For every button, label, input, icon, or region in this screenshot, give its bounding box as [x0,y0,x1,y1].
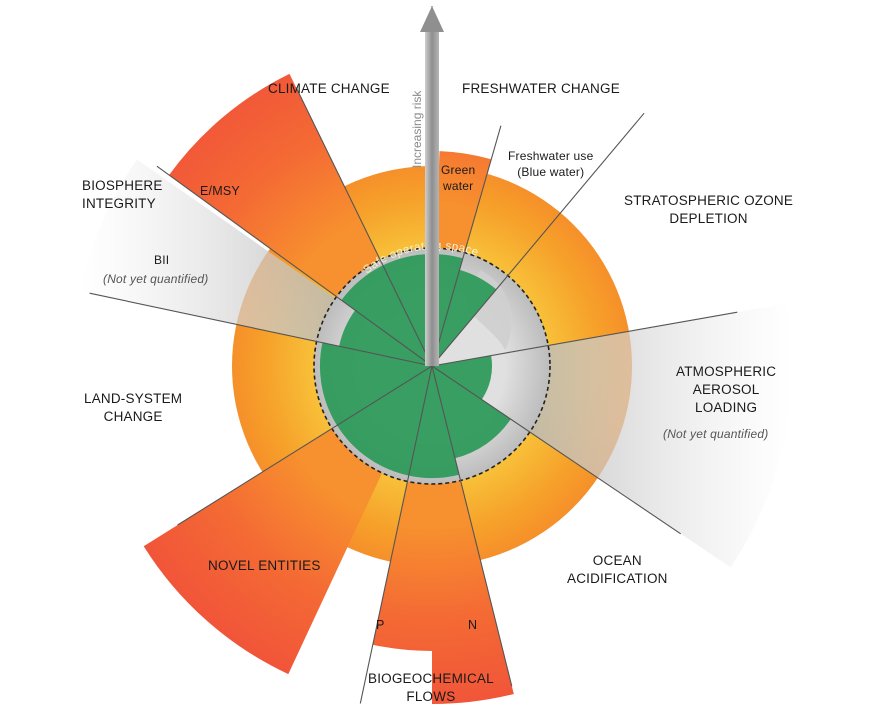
safe-segment [341,254,432,366]
climate-change-label: CLIMATE CHANGE [268,81,390,96]
novel-entities-label: NOVEL ENTITIES [208,558,321,573]
aerosol-loading-label: ATMOSPHERIC AEROSOL LOADING [676,364,777,415]
sector-divider-line [89,292,433,367]
sector-divider-line [431,112,645,367]
sector-divider-line [431,311,738,367]
bii-not-quantified-note: (Not yet quantified) [103,272,209,286]
freshwater-change-label: FRESHWATER CHANGE [462,81,620,96]
increasing-risk-arrow [420,6,444,366]
safe-segment [339,310,432,366]
ocean-acidification-label: OCEAN ACIDIFICATION [567,553,668,586]
safe-segment [432,366,511,459]
sector-divider-line [295,87,433,367]
green-water-label: Green water [441,163,476,193]
safe-segment [432,355,493,400]
nitrogen-label: N [468,618,478,632]
biogeochemical-flows-label: BIOGEOCHEMICAL FLOWS [368,671,494,704]
safe-operating-space-segments [319,254,511,479]
stratospheric-ozone-label: STRATOSPHERIC OZONE DEPLETION [624,193,794,226]
safe-segment [432,269,497,366]
sector-divider-line [431,365,513,687]
sector-divider-line [431,125,502,367]
safe-segment [319,342,432,426]
biosphere-integrity-label: BIOSPHERE INTEGRITY [82,178,163,211]
sector-divider-line [177,365,433,526]
sector-divider-line [156,165,433,367]
sector-divider-line [359,365,433,704]
safe-segment [337,366,432,476]
phosphorus-label: P [376,618,385,632]
land-system-change-label: LAND-SYSTEM CHANGE [84,391,183,424]
blue-water-label: Freshwater use (Blue water) [508,149,594,179]
emsy-label: E/MSY [200,184,240,198]
increasing-risk-label: Increasing risk [410,90,424,168]
sector-divider-line [431,365,682,535]
safe-segment [408,366,460,479]
aerosol-not-quantified-note: (Not yet quantified) [663,427,769,441]
bii-label: BII [154,253,170,267]
